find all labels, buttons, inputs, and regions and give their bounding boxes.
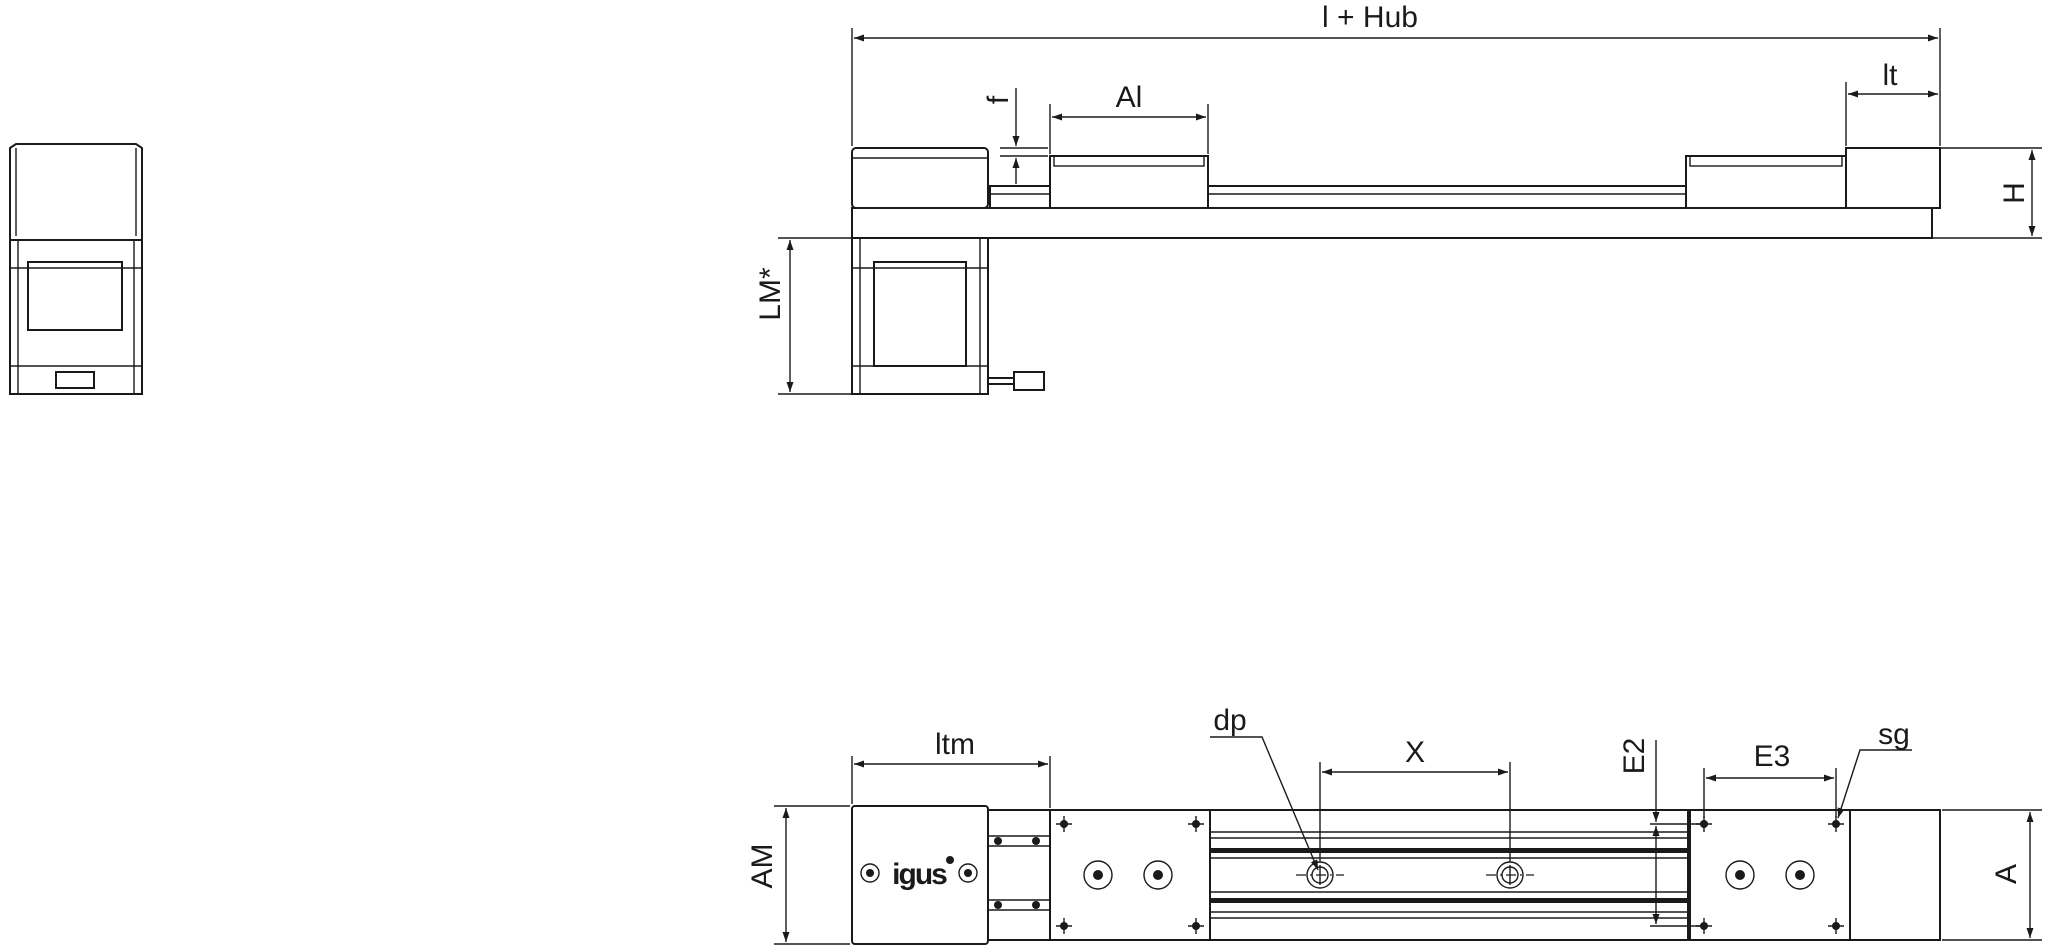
logo-text: igus (892, 858, 947, 891)
side-carriage-1 (1049, 155, 1209, 209)
top-idler-end-block (1849, 809, 1941, 941)
top-shaft-bearing (1032, 901, 1040, 909)
side-motor-body (873, 261, 967, 367)
side-rail-base (851, 207, 1933, 239)
rail-pin-1 (1296, 861, 1344, 889)
label-pin-spacing: X (1405, 736, 1425, 769)
side-motor-housing (851, 237, 989, 395)
label-hole-spacing-e3: E3 (1754, 740, 1791, 773)
label-carriage-length: Al (1116, 81, 1143, 114)
carriage-1-holes (1056, 816, 1204, 934)
side-motor-end-block (851, 147, 989, 209)
leader-thread (1837, 749, 1912, 819)
label-motor-width: AM (746, 844, 779, 889)
top-rail-section (1207, 809, 1689, 941)
side-carriage-1-top (1053, 155, 1205, 167)
end-view-connector (55, 371, 95, 389)
side-view-dimensions: l + Hub Al lt H f LM* (754, 1, 2042, 395)
label-overall-length: l + Hub (1322, 1, 1418, 34)
carriage-2-holes (1696, 816, 1844, 934)
top-rail-slot (1208, 898, 1688, 903)
top-shaft-bearing (994, 837, 1002, 845)
label-pin-diameter: dp (1213, 704, 1246, 737)
top-view: igus (851, 805, 1941, 945)
igus-logo: igus (860, 856, 978, 891)
label-end-length: lt (1883, 59, 1899, 92)
top-shaft-bearing (994, 901, 1002, 909)
side-view (851, 147, 1941, 395)
label-height: H (1998, 182, 2031, 204)
label-offset-f: f (982, 95, 1015, 104)
top-carriage-2 (1689, 809, 1851, 941)
side-motor-plug (1013, 371, 1045, 391)
end-view-motor-face (27, 261, 123, 331)
side-carriage-2 (1685, 155, 1847, 209)
leader-pin-diameter (1210, 736, 1319, 871)
end-view-motor-housing (9, 239, 143, 395)
top-rail-slot (1208, 848, 1688, 853)
side-carriage-2-top (1689, 155, 1843, 167)
end-view (9, 143, 143, 395)
side-idler-end-block (1845, 147, 1941, 209)
top-carriage-1 (1049, 809, 1211, 941)
label-width: A (1990, 864, 2023, 884)
label-thread: sg (1878, 718, 1910, 751)
rail-pin-2 (1486, 861, 1534, 889)
label-hole-spacing-e2: E2 (1618, 738, 1651, 775)
label-motor-length: LM* (754, 267, 787, 321)
top-motor-block (851, 805, 989, 945)
top-shaft-bearing (1032, 837, 1040, 845)
label-motor-block-length: ltm (935, 728, 975, 761)
end-view-cover (9, 143, 143, 241)
top-view-dimensions: ltm AM A X dp E3 E2 sg (746, 704, 2042, 945)
